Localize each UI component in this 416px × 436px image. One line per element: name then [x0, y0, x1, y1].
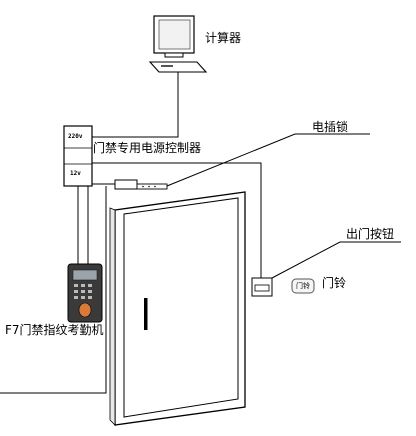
computer-icon: [148, 15, 208, 73]
controller-mark-bottom: 12v: [70, 170, 81, 177]
door-icon: [109, 191, 246, 426]
leader-lines: [166, 133, 401, 279]
door-bell-label: 门铃: [322, 276, 347, 290]
fingerprint-terminal-icon: [67, 263, 103, 323]
exit-button-icon: [251, 277, 273, 297]
exit-button-label: 出门按钮: [346, 227, 395, 241]
electric-lock-icon: [114, 179, 168, 190]
electric-lock-label: 电插锁: [312, 120, 349, 134]
controller-mark-top: 220v: [68, 133, 83, 140]
doorbell-glyph: 门铃: [296, 282, 310, 290]
fingerprint-terminal-label: F7门禁指纹考勤机: [5, 323, 104, 337]
power-controller-box: [63, 125, 93, 187]
power-controller-label: 门禁专用电源控制器: [93, 141, 202, 155]
wiring: [0, 72, 262, 394]
doorbell-icon: [291, 278, 315, 294]
computer-label: 计算器: [205, 31, 242, 45]
